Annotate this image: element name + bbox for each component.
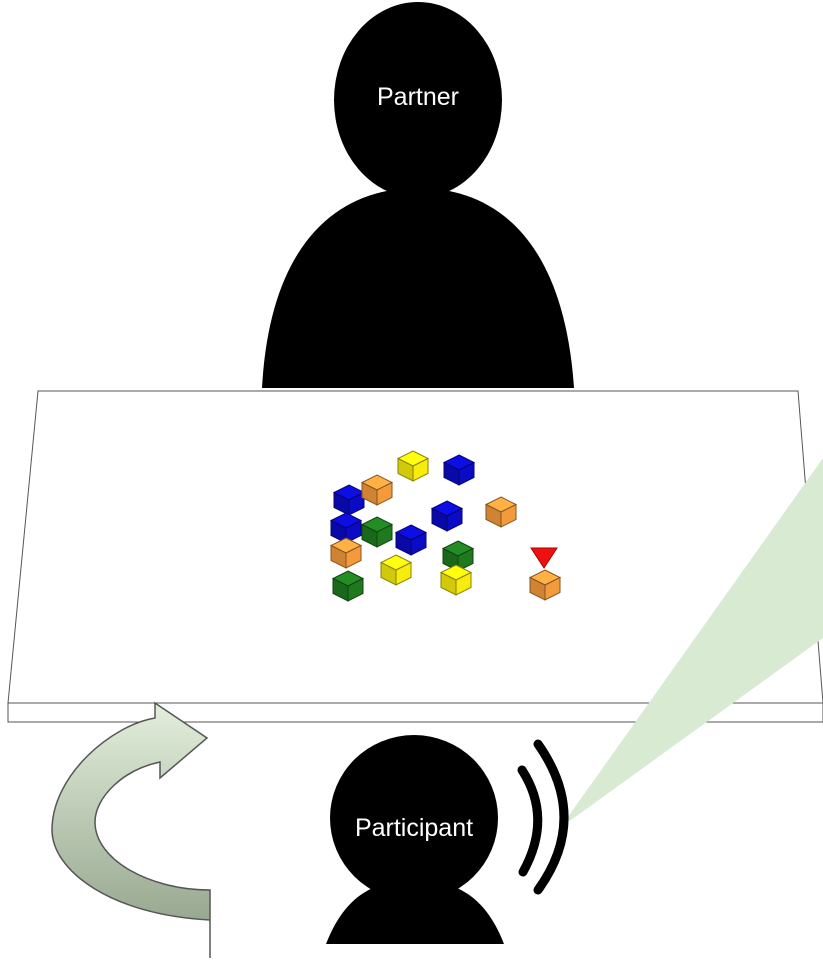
blue-block-face	[458, 461, 475, 486]
yellow-block-face	[395, 561, 412, 586]
partner-figure: Partner	[262, 2, 574, 388]
blue-block	[332, 484, 366, 516]
yellow-block-face	[412, 457, 429, 482]
rotation-arrow-icon	[51, 701, 211, 958]
orange-block	[360, 474, 394, 506]
yellow-block	[439, 564, 473, 596]
yellow-block	[379, 554, 413, 586]
orange-block-face	[345, 544, 362, 569]
orange-block	[528, 569, 562, 601]
partner-body	[262, 188, 574, 388]
green-block-face	[347, 577, 364, 602]
speech-wave-outer	[533, 739, 569, 895]
participant-body	[326, 880, 504, 944]
orange-block	[329, 537, 363, 569]
blue-block-face	[348, 491, 365, 516]
participant-figure: Participant	[326, 735, 504, 944]
blue-block	[442, 454, 476, 486]
yellow-block	[396, 450, 430, 482]
blue-block	[430, 500, 464, 532]
orange-block-face	[544, 576, 561, 601]
blue-block-face	[446, 507, 463, 532]
yellow-block-face	[455, 571, 472, 596]
orange-block-face	[376, 481, 393, 506]
orange-block	[484, 496, 518, 528]
block-cluster	[329, 450, 562, 602]
green-block	[441, 540, 475, 572]
speech-cone	[560, 458, 823, 828]
participant-head	[330, 735, 498, 901]
partner-head	[334, 2, 502, 198]
blue-block-face	[410, 531, 427, 556]
participant-label: Participant	[355, 814, 473, 842]
green-block	[331, 570, 365, 602]
speech-wave-inner	[517, 765, 543, 877]
green-block-face	[376, 523, 393, 548]
blue-block	[394, 524, 428, 556]
target-marker	[530, 547, 558, 569]
speech-waves-icon	[517, 739, 569, 895]
partner-label: Partner	[377, 83, 459, 111]
orange-block-face	[500, 503, 517, 528]
green-block	[360, 516, 394, 548]
